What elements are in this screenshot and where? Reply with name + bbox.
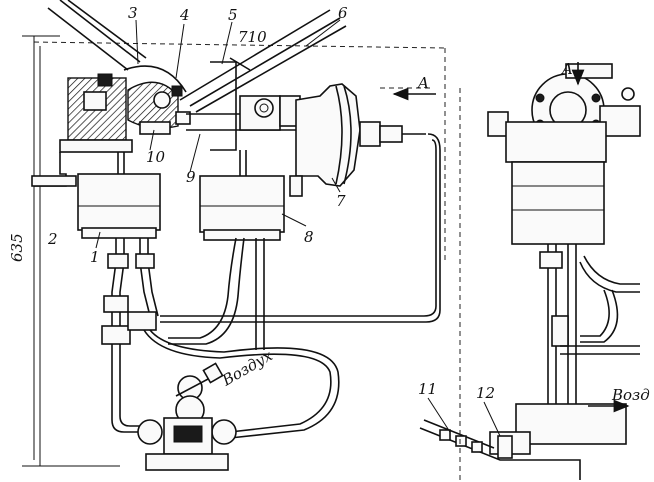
label-12: 12 [476, 384, 495, 402]
label-4: 4 [179, 6, 190, 24]
diaphragm-chamber [289, 83, 426, 197]
label-8: 8 [304, 228, 314, 246]
side-view [419, 63, 641, 480]
dimension-710: 710 [238, 28, 267, 46]
label-1: 1 [90, 248, 100, 266]
leader-lines [95, 19, 501, 437]
label-air-left: Воздух [218, 346, 276, 390]
cylinder-right [199, 150, 285, 241]
label-view-a-right: A [560, 60, 573, 78]
label-2: 2 [47, 230, 58, 248]
cylinder-left [77, 152, 161, 239]
label-7: 7 [336, 192, 346, 210]
label-9: 9 [186, 168, 196, 186]
label-6: 6 [338, 4, 348, 22]
shaft-assembly [186, 57, 301, 151]
phantom-lines [380, 48, 461, 480]
label-5: 5 [228, 6, 238, 24]
feed-chute-right [179, 9, 347, 113]
label-10: 10 [146, 148, 166, 166]
dimension-635: 635 [8, 233, 26, 262]
distributor-valve [137, 362, 237, 471]
feed-chute-left [47, 0, 147, 71]
label-view-a: A [416, 74, 429, 92]
label-3: 3 [128, 4, 138, 22]
dimension-lines [22, 35, 446, 467]
clamp-body-left [31, 73, 133, 187]
label-air-right: Возд [611, 386, 650, 404]
label-11: 11 [418, 380, 437, 398]
bending-segment [123, 65, 191, 135]
air-pipes [101, 133, 441, 439]
